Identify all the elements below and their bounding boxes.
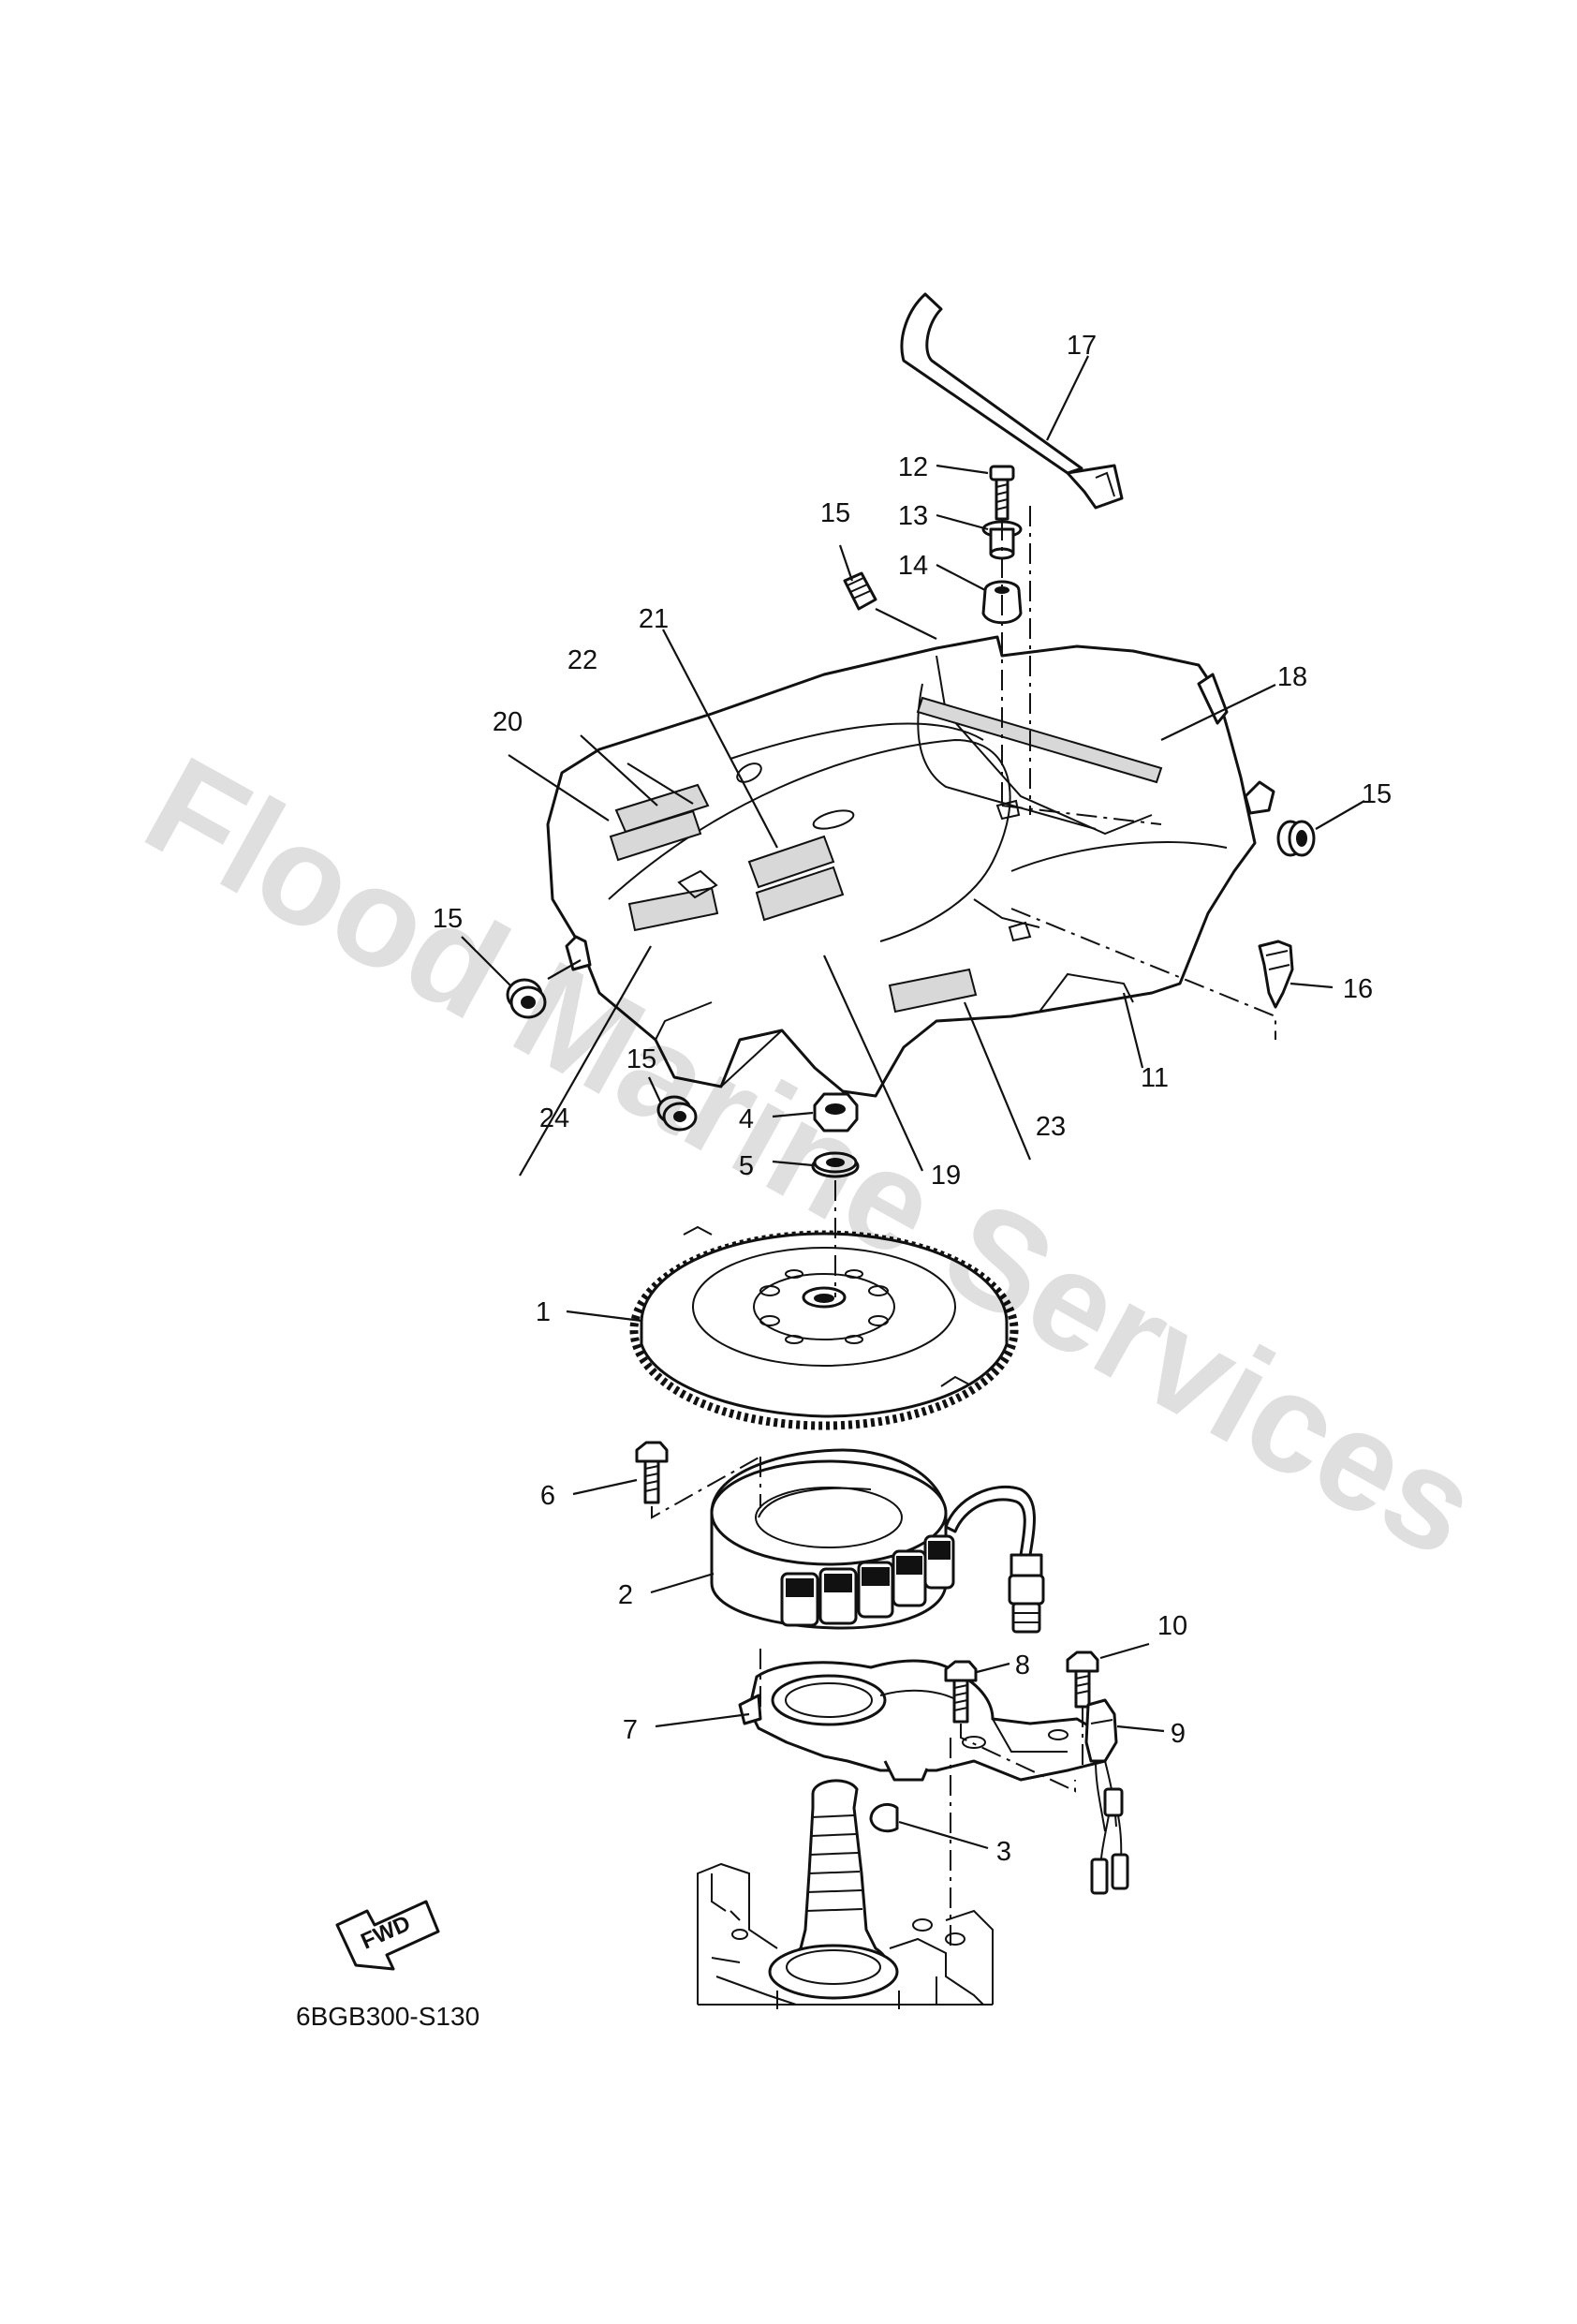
diagram-code: 6BGB300-S130	[296, 2002, 479, 2031]
callout-18: 18	[1277, 662, 1307, 692]
decal-21	[747, 835, 835, 889]
callout-9: 9	[1171, 1719, 1186, 1749]
callout-21: 21	[639, 604, 669, 634]
decal-22	[614, 783, 710, 834]
bolt-part-12	[989, 465, 1015, 521]
decal-24	[627, 886, 719, 932]
base-plate-part-7	[738, 1659, 1107, 1782]
callout-22: 22	[567, 645, 597, 675]
grommet-part-15-top	[843, 571, 877, 611]
callout-1: 1	[536, 1297, 551, 1327]
decal-21b	[755, 866, 845, 922]
callout-15-bottom: 15	[626, 1044, 656, 1074]
callout-12: 12	[898, 452, 928, 482]
callout-3: 3	[996, 1837, 1011, 1867]
grommet-part-15-bottom	[656, 1095, 698, 1132]
callout-4: 4	[739, 1104, 754, 1134]
callout-19: 19	[931, 1161, 961, 1191]
pulser-coil-part-9	[1084, 1698, 1129, 1895]
callout-24: 24	[539, 1103, 569, 1133]
flywheel-cover-part-11	[546, 635, 1275, 1098]
callout-2: 2	[618, 1580, 633, 1610]
bolt-part-6	[635, 1441, 669, 1504]
callout-15-left: 15	[433, 904, 463, 934]
clip-part-16	[1258, 940, 1294, 1009]
callout-11: 11	[1141, 1063, 1169, 1093]
bolt-part-10	[1066, 1650, 1099, 1709]
callout-6: 6	[540, 1481, 555, 1511]
grommet-part-15-left	[506, 978, 547, 1019]
callout-7: 7	[623, 1715, 638, 1745]
decal-23	[888, 968, 978, 1014]
powerhead-block	[697, 1779, 994, 2009]
callout-15-top: 15	[820, 498, 850, 528]
callout-16: 16	[1343, 974, 1373, 1004]
callout-14: 14	[898, 551, 928, 581]
decal-20	[609, 809, 702, 862]
woodruff-key-part-3	[869, 1803, 899, 1833]
callout-23: 23	[1036, 1112, 1066, 1142]
grommet-part-15-right	[1276, 820, 1316, 857]
flywheel-part-1	[629, 1225, 1019, 1430]
decal-18	[916, 696, 1163, 784]
assembly-lines	[651, 506, 1276, 1948]
stator-part-2	[710, 1448, 1045, 1634]
bolt-part-8	[944, 1660, 978, 1724]
hose-part-17	[900, 292, 1124, 510]
leader-lines	[461, 355, 1365, 1850]
callout-17: 17	[1067, 331, 1097, 361]
callout-8: 8	[1015, 1650, 1030, 1680]
callout-13: 13	[898, 501, 928, 531]
callout-labels: 1 2 3 4 5 6 7 8 9 10 11 12 13 14 15 15 1…	[433, 331, 1392, 1867]
washer-part-5	[811, 1151, 860, 1178]
fwd-direction-arrow: FWD	[335, 1900, 440, 1971]
callout-15-right: 15	[1362, 779, 1392, 809]
nut-part-4	[813, 1092, 859, 1132]
callout-20: 20	[493, 707, 523, 737]
callout-10: 10	[1157, 1611, 1187, 1641]
callout-5: 5	[739, 1151, 754, 1181]
